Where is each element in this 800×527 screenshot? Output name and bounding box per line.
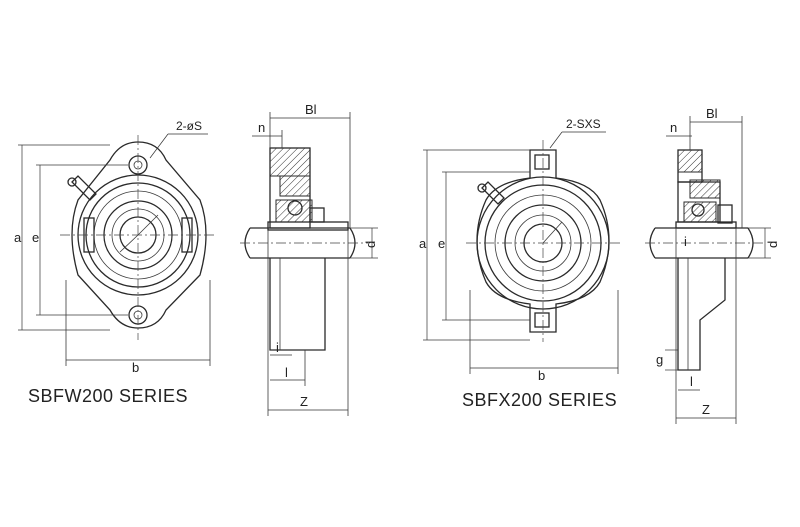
label-dim-b: b xyxy=(132,360,139,375)
sbfw200-side-view xyxy=(240,112,378,416)
label-dim-e-right: e xyxy=(438,236,445,251)
label-hole-note: 2-øS xyxy=(176,119,202,133)
label-hole-note-right: 2-SXS xyxy=(566,117,601,131)
label-dim-a: a xyxy=(14,230,22,245)
sbfx200-front-view xyxy=(423,131,620,374)
label-dim-n-right: n xyxy=(670,120,677,135)
label-dim-i: i xyxy=(276,340,279,355)
sbfx200-side-view xyxy=(645,116,771,424)
label-dim-b-right: b xyxy=(538,368,545,383)
sbfw200-front-view xyxy=(18,133,216,366)
label-dim-n: n xyxy=(258,120,265,135)
label-dim-g-right: g xyxy=(656,352,663,367)
label-dim-a-right: a xyxy=(419,236,427,251)
label-dim-d: d xyxy=(363,241,378,248)
series-title-sbfw200: SBFW200 SERIES xyxy=(28,386,188,406)
label-dim-l-right: l xyxy=(690,374,693,389)
series-title-sbfx200: SBFX200 SERIES xyxy=(462,390,617,410)
label-dim-l: l xyxy=(285,365,288,380)
label-dim-bl: Bl xyxy=(305,102,317,117)
label-dim-d-right: d xyxy=(765,241,780,248)
label-dim-z-right: Z xyxy=(702,402,710,417)
label-dim-z: Z xyxy=(300,394,308,409)
label-dim-bl-right: Bl xyxy=(706,106,718,121)
label-dim-i-right: i xyxy=(684,234,687,249)
label-dim-e: e xyxy=(32,230,39,245)
